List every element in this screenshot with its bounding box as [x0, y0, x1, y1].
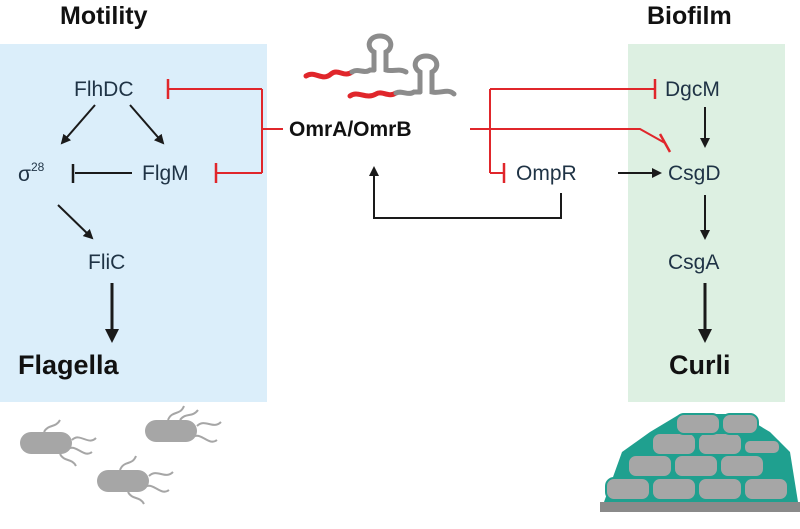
flhdc-node: FlhDC — [74, 78, 134, 101]
biofilm-heading: Biofilm — [647, 2, 732, 30]
csgd-node: CsgD — [668, 162, 721, 185]
bacterium-icon — [145, 405, 222, 443]
sigma-to-flic-arrow — [57, 204, 94, 240]
flhdc-to-sigma-arrow — [60, 104, 96, 145]
flhdc-to-flgm-arrow — [129, 104, 165, 145]
flic-node: FliC — [88, 251, 126, 274]
srna-hairpin-icon — [347, 53, 457, 99]
ompr-node: OmpR — [516, 162, 577, 185]
sigma28-node: σ28 — [18, 160, 45, 186]
motility-heading: Motility — [60, 2, 148, 30]
curli-node: Curli — [669, 350, 731, 380]
bacterium-icon — [20, 419, 97, 467]
omr-represses-motility — [166, 79, 283, 183]
omr-represses-biofilm — [470, 79, 672, 183]
bacterium-icon — [97, 455, 174, 505]
biofilm-icon — [600, 413, 800, 512]
ompr-activates-omr-arrow — [369, 166, 562, 219]
sigma-symbol: σ — [18, 163, 31, 186]
csga-node: CsgA — [668, 251, 720, 274]
srna-hairpin-icon — [303, 33, 409, 80]
motility-panel — [0, 44, 267, 402]
sigma-superscript: 28 — [30, 160, 45, 174]
flgm-node: FlgM — [142, 162, 189, 185]
dgcm-node: DgcM — [665, 78, 720, 101]
omr-node: OmrA/OmrB — [289, 118, 412, 141]
flagella-node: Flagella — [18, 350, 119, 380]
